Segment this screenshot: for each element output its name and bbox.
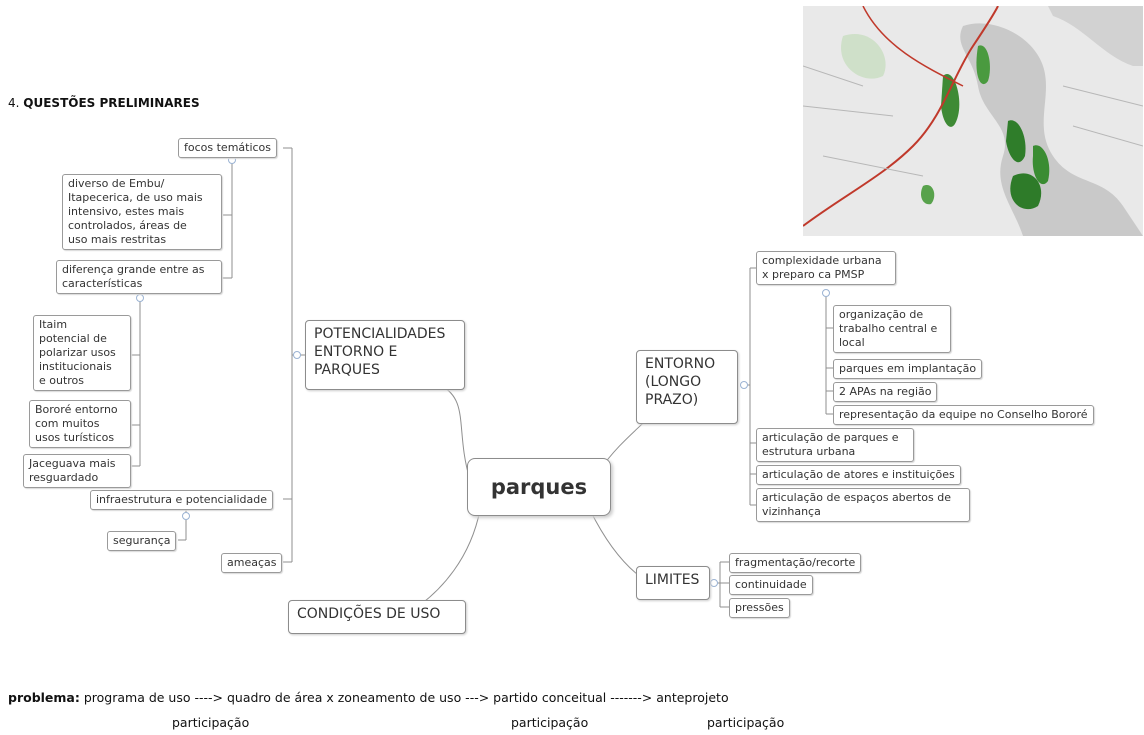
topic-limites[interactable]: LIMITES (636, 566, 710, 600)
node-representacao-conselho[interactable]: representação da equipe no Conselho Boro… (833, 405, 1094, 425)
topic-condicoes-de-uso[interactable]: CONDIÇÕES DE USO (288, 600, 466, 634)
node-2-apas[interactable]: 2 APAs na região (833, 382, 938, 402)
central-topic-parques[interactable]: parques (467, 458, 611, 516)
node-jaceguava[interactable]: Jaceguava mais resguardado (23, 454, 131, 488)
node-organizacao-trabalho[interactable]: organização de trabalho central e local (833, 305, 951, 353)
node-fragmentacao[interactable]: fragmentação/recorte (729, 553, 862, 573)
node-diferenca-caracteristicas[interactable]: diferença grande entre as característica… (56, 260, 222, 294)
participacao-label-3: participação (707, 715, 785, 730)
node-complexidade-urbana[interactable]: complexidade urbana x preparo ca PMSP (756, 251, 896, 285)
node-articulacao-parques[interactable]: articulação de parques e estrutura urban… (756, 428, 914, 462)
problem-text: programa de uso ----> quadro de área x z… (79, 690, 729, 705)
problem-statement: problema: programa de uso ----> quadro d… (8, 690, 729, 705)
node-infraestrutura[interactable]: infraestrutura e potencialidade (90, 490, 273, 510)
node-seguranca[interactable]: segurança (107, 531, 177, 551)
map-thumbnail (803, 6, 1143, 236)
participacao-label-1: participação (172, 715, 250, 730)
node-focos-tematicos[interactable]: focos temáticos (178, 138, 278, 158)
problem-label: problema: (8, 690, 80, 705)
section-title: 4. QUESTÕES PRELIMINARES (8, 96, 200, 110)
section-number: 4. (8, 96, 20, 110)
topic-entorno-longo-prazo[interactable]: ENTORNO (LONGO PRAZO) (636, 350, 738, 424)
node-articulacao-atores[interactable]: articulação de atores e instituições (756, 465, 961, 485)
node-articulacao-espacos[interactable]: articulação de espaços abertos de vizinh… (756, 488, 970, 522)
node-ameacas[interactable]: ameaças (221, 553, 283, 573)
participacao-label-2: participação (511, 715, 589, 730)
map-icon (803, 6, 1143, 236)
node-pressoes[interactable]: pressões (729, 598, 790, 618)
section-heading: QUESTÕES PRELIMINARES (23, 96, 200, 110)
node-bororo-entorno[interactable]: Bororé entorno com muitos usos turístico… (29, 400, 131, 448)
node-diverso-embu[interactable]: diverso de Embu/ Itapecerica, de uso mai… (62, 174, 222, 250)
node-itaim[interactable]: Itaim potencial de polarizar usos instit… (33, 315, 131, 391)
node-parques-em-implantacao[interactable]: parques em implantação (833, 359, 983, 379)
node-continuidade[interactable]: continuidade (729, 575, 813, 595)
topic-potencialidades[interactable]: POTENCIALIDADES ENTORNO E PARQUES (305, 320, 465, 390)
